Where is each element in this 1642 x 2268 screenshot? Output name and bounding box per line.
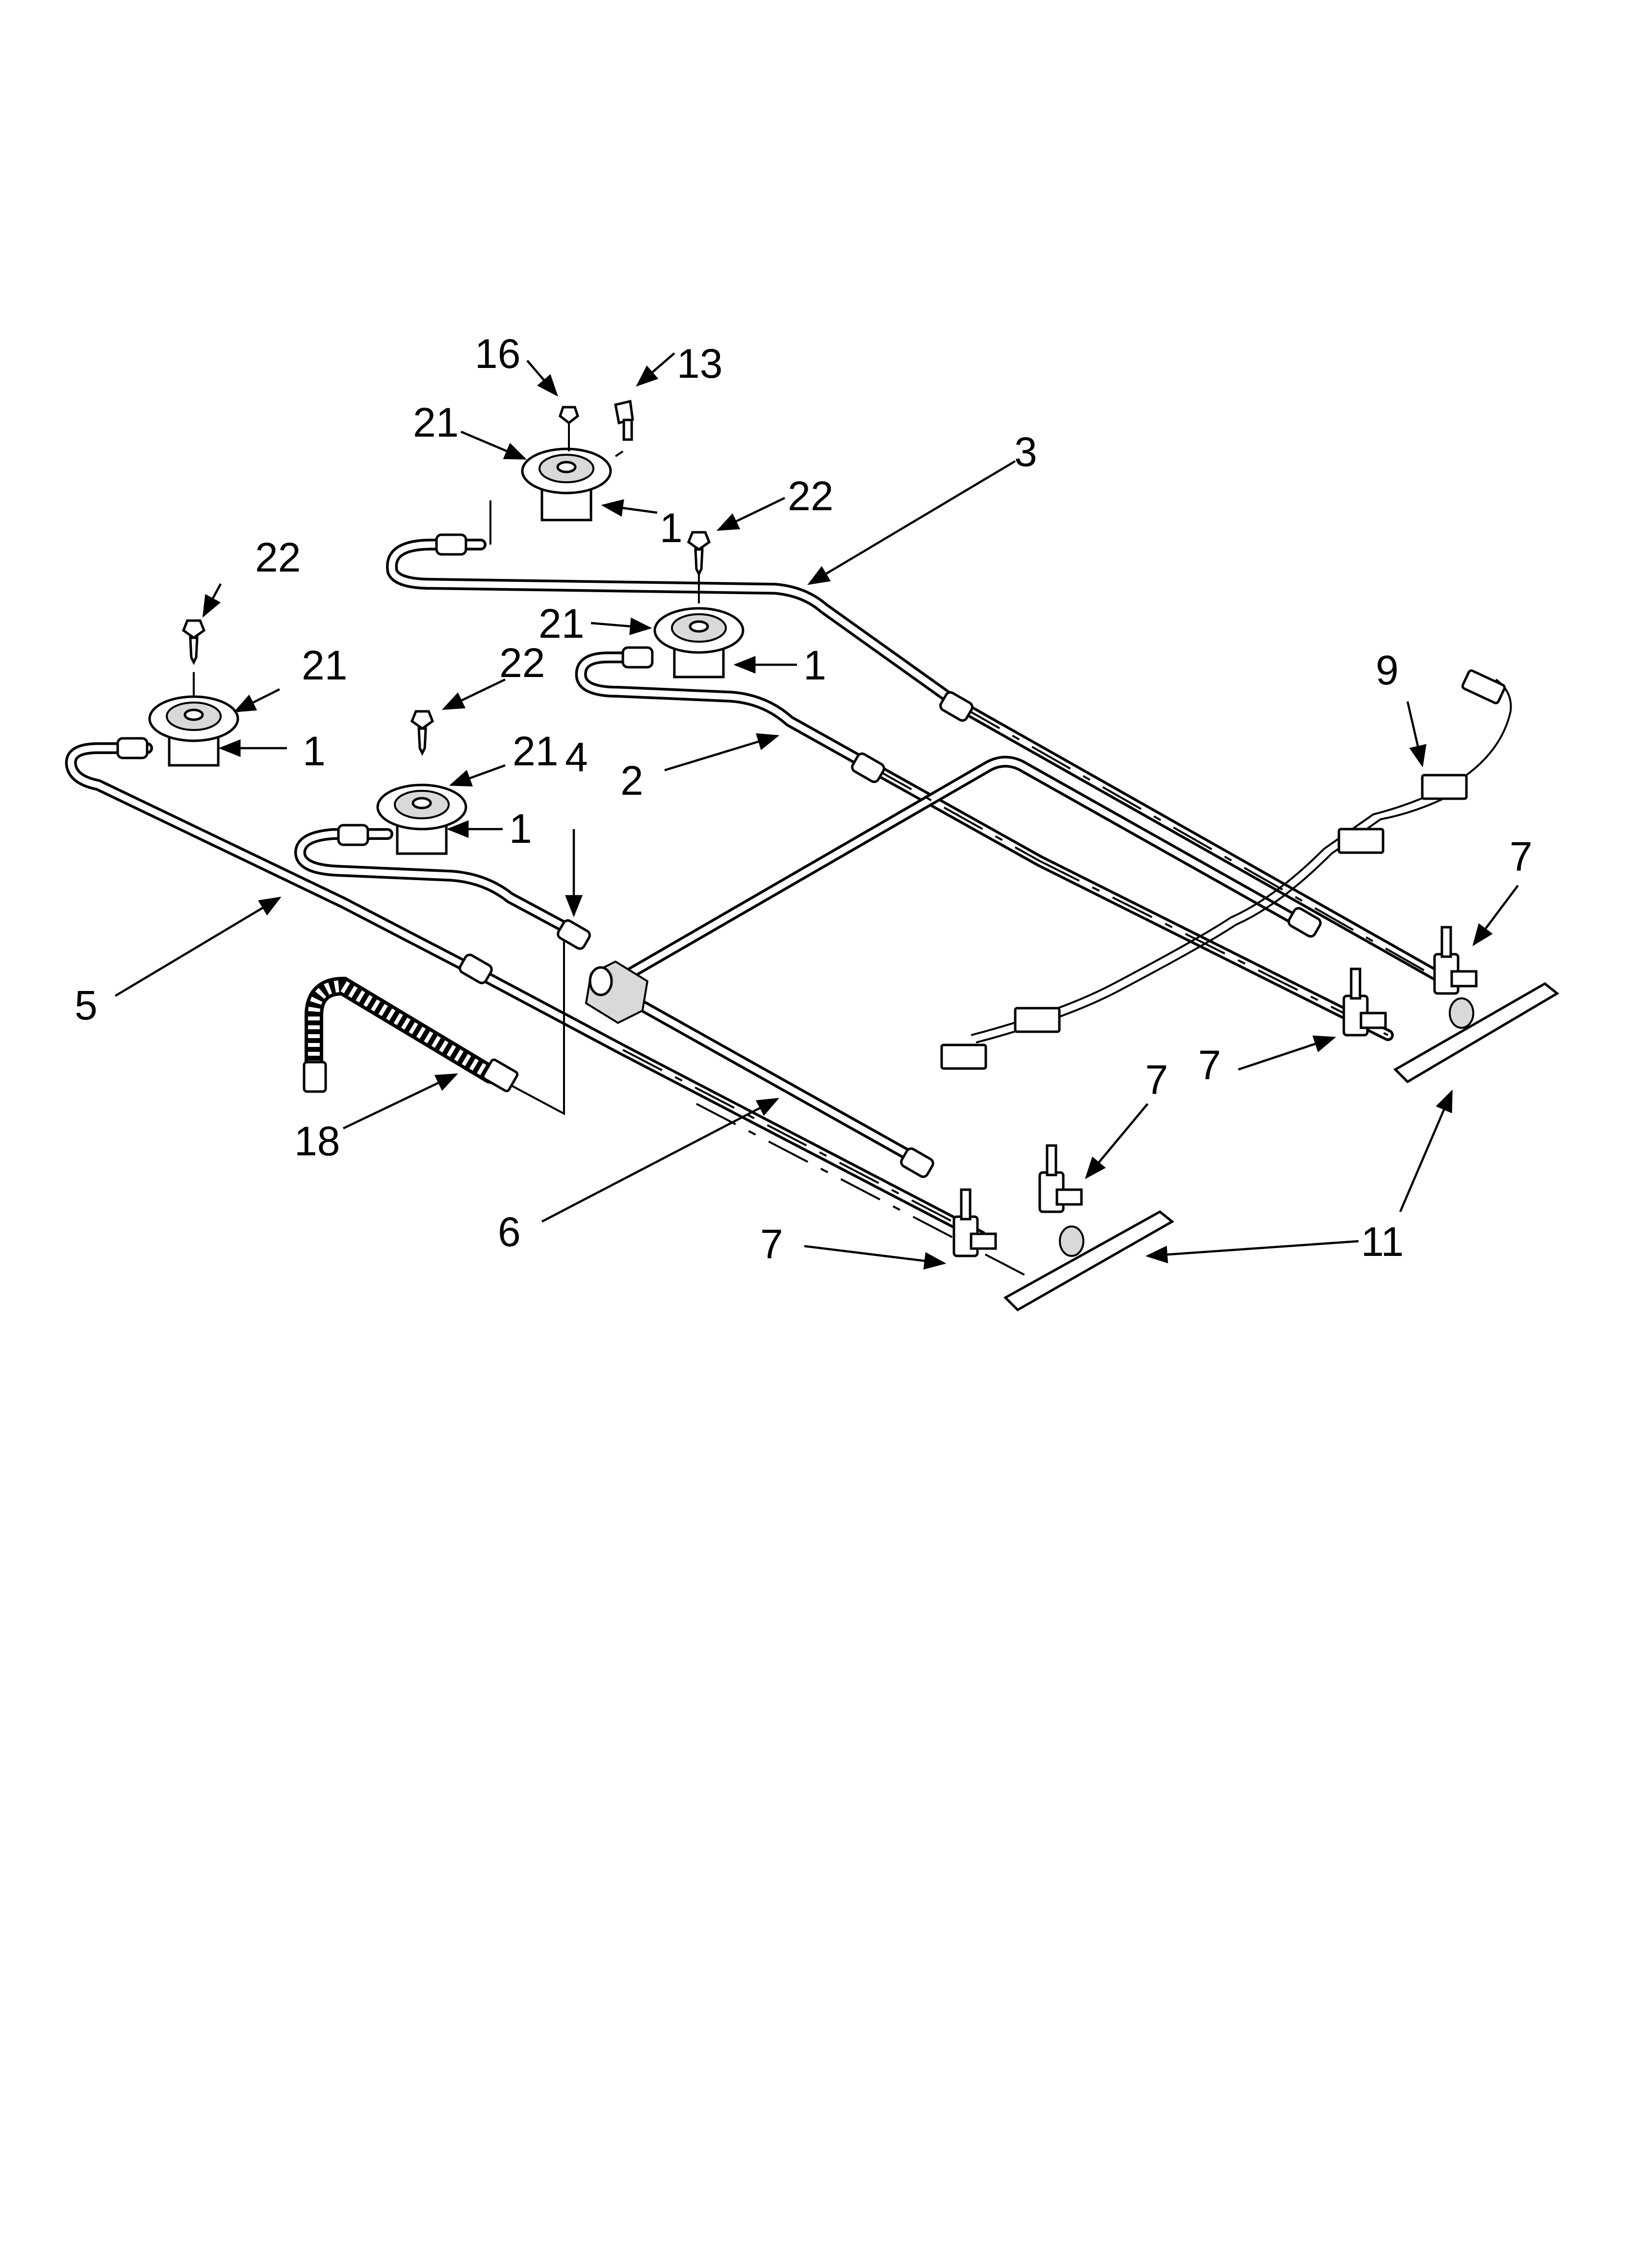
flex-hose-18	[303, 976, 519, 1093]
manifold-tube-6	[602, 756, 1306, 1169]
tube-5	[65, 742, 987, 1242]
callout-16: 16	[475, 331, 520, 377]
callout-7: 7	[1510, 834, 1533, 880]
igniter-13	[614, 399, 634, 457]
callout-18: 18	[294, 1118, 340, 1164]
callout-7: 7	[1145, 1057, 1168, 1103]
callout-4: 4	[565, 734, 588, 780]
callout-21: 21	[413, 399, 459, 445]
screws	[181, 406, 711, 756]
tube-3	[386, 539, 1453, 987]
callout-7: 7	[760, 1221, 783, 1267]
tube-fittings	[116, 533, 1322, 1178]
callout-22: 22	[499, 640, 545, 686]
valves-7	[952, 926, 1478, 1257]
callout-1: 1	[303, 728, 326, 774]
callout-13: 13	[677, 340, 722, 387]
manifold-fitting	[585, 960, 649, 1024]
leader-arrows	[114, 352, 1519, 1270]
callout-21: 21	[513, 728, 558, 774]
burner-center	[653, 607, 744, 678]
centre-lines	[489, 500, 1452, 1286]
burner-middle	[376, 783, 467, 855]
tube-4	[294, 828, 585, 940]
callout-21: 21	[539, 600, 584, 647]
callout-11: 11	[1361, 1219, 1404, 1265]
callout-labels: 16 13 21 3 1 22 22 21 1 9 21 22 1 21 4 2…	[75, 331, 1533, 1267]
burner-left	[148, 695, 239, 767]
callout-7: 7	[1198, 1042, 1221, 1088]
callout-5: 5	[75, 982, 98, 1028]
wiring-harness-9	[940, 669, 1512, 1070]
callout-3: 3	[1014, 429, 1037, 475]
callout-22: 22	[255, 534, 301, 580]
callout-22: 22	[788, 473, 833, 519]
callout-1: 1	[660, 505, 683, 551]
callout-9: 9	[1376, 647, 1399, 693]
callout-6: 6	[498, 1209, 521, 1255]
callout-2: 2	[620, 757, 643, 804]
tube-2	[575, 652, 1394, 1041]
callout-1: 1	[803, 642, 826, 688]
callout-21: 21	[302, 642, 347, 688]
brackets-11	[1003, 982, 1560, 1312]
burner-top	[521, 447, 612, 521]
callout-1: 1	[509, 806, 532, 852]
